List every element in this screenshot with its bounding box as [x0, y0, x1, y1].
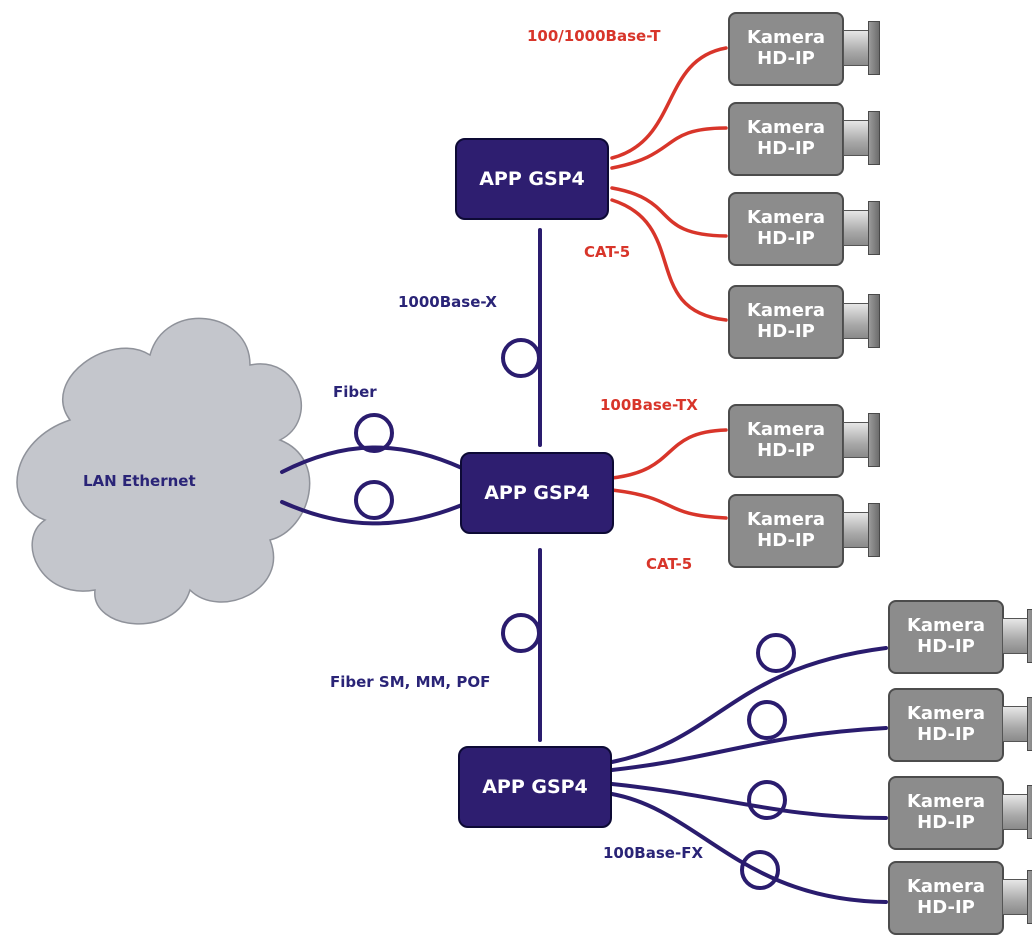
middle-copper-cable-label: CAT-5: [646, 555, 693, 573]
camera-1-line2: HD-IP: [757, 48, 815, 69]
camera-2-lens-icon: [843, 111, 880, 165]
fiber-loop-uplink: [501, 338, 541, 378]
fiber-loop-cam-9: [747, 780, 787, 820]
camera-10-line2: HD-IP: [917, 897, 975, 918]
camera-8-lens-icon: [1002, 697, 1032, 751]
camera-7-line1: Kamera: [906, 615, 986, 637]
lan-ethernet-label: LAN Ethernet: [83, 472, 196, 490]
camera-8-line2: HD-IP: [917, 724, 975, 745]
copper-line-cam-5: [610, 428, 728, 480]
camera-9-line2: HD-IP: [917, 812, 975, 833]
camera-10-lens-icon: [1002, 870, 1032, 924]
middle-copper-speed-label: 100Base-TX: [600, 396, 698, 414]
bottom-fiber-line-1: [610, 646, 888, 764]
camera-2-line1: Kamera: [746, 117, 826, 139]
camera-3-lens-icon: [843, 201, 880, 255]
copper-lines: [610, 46, 728, 520]
uplink-label: 1000Base-X: [398, 293, 497, 311]
copper-line-cam-2: [610, 126, 728, 170]
fiber-loop-lan-1: [354, 413, 394, 453]
camera-4-line2: HD-IP: [757, 321, 815, 342]
camera-7-line2: HD-IP: [917, 636, 975, 657]
switch-bottom[interactable]: APP GSP4: [458, 746, 612, 828]
bottom-fiber-line-2: [610, 726, 888, 772]
camera-3-line1: Kamera: [746, 207, 826, 229]
switch-middle[interactable]: APP GSP4: [460, 452, 614, 534]
camera-5-line1: Kamera: [746, 419, 826, 441]
camera-10-line1: Kamera: [906, 876, 986, 898]
switch-top[interactable]: APP GSP4: [455, 138, 609, 220]
camera-6-line1: Kamera: [746, 509, 826, 531]
lan-fiber-line-1: [280, 445, 464, 474]
copper-line-cam-3: [610, 186, 728, 238]
camera-3-line2: HD-IP: [757, 228, 815, 249]
bottom-fiber-line-4: [610, 792, 888, 904]
camera-1-line1: Kamera: [746, 27, 826, 49]
camera-5-lens-icon: [843, 413, 880, 467]
fiber-lines: [280, 228, 888, 904]
switch-top-label: APP GSP4: [479, 168, 585, 190]
bottom-fiber-label: 100Base-FX: [603, 844, 704, 862]
camera-7-lens-icon: [1002, 609, 1032, 663]
camera-6-line2: HD-IP: [757, 530, 815, 551]
downlink-label: Fiber SM, MM, POF: [330, 673, 491, 691]
lan-cloud-shape: [16, 317, 311, 625]
camera-5-line2: HD-IP: [757, 440, 815, 461]
switch-bottom-label: APP GSP4: [482, 776, 588, 798]
lan-fiber-label: Fiber: [333, 383, 377, 401]
camera-4-lens-icon: [843, 294, 880, 348]
copper-line-cam-6: [610, 488, 728, 520]
fiber-loop-cam-8: [747, 700, 787, 740]
camera-6-lens-icon: [843, 503, 880, 557]
top-copper-speed-label: 100/1000Base-T: [527, 27, 661, 45]
lan-fiber-line-2: [280, 500, 464, 526]
fiber-loop-downlink: [501, 613, 541, 653]
top-copper-cable-label: CAT-5: [584, 243, 631, 261]
camera-1-lens-icon: [843, 21, 880, 75]
fiber-loop-cam-10: [740, 850, 780, 890]
fiber-loop-cam-7: [756, 633, 796, 673]
camera-4-line1: Kamera: [746, 300, 826, 322]
copper-line-cam-4: [610, 198, 728, 322]
camera-2-line2: HD-IP: [757, 138, 815, 159]
fiber-loop-lan-2: [354, 480, 394, 520]
switch-middle-label: APP GSP4: [484, 482, 590, 504]
camera-8-line1: Kamera: [906, 703, 986, 725]
camera-9-line1: Kamera: [906, 791, 986, 813]
camera-9-lens-icon: [1002, 785, 1032, 839]
copper-line-cam-1: [610, 46, 728, 160]
